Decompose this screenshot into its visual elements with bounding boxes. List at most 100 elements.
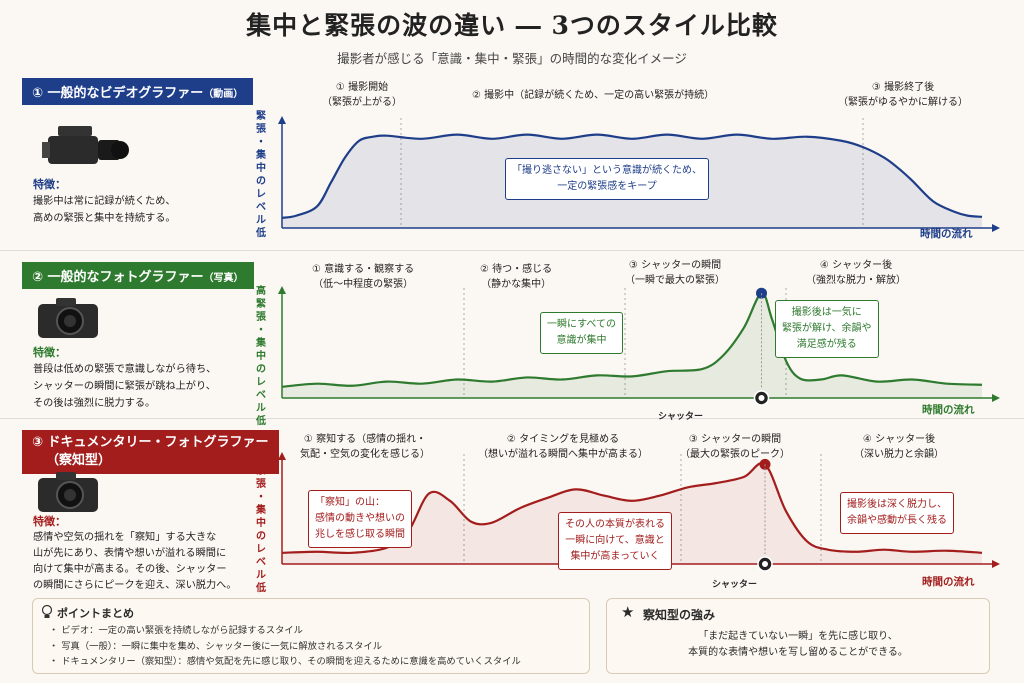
row-label-small: （察知型） — [46, 453, 112, 468]
summary-box: ポイントまとめ ・ ビデオ：一定の高い緊張を持続しながら記録するスタイル ・ 写… — [32, 598, 590, 674]
y-axis-char: レ — [256, 189, 266, 200]
shutter-icon-center — [762, 561, 768, 567]
feature-line: その後は強烈に脱力する。 — [33, 398, 156, 409]
feature-title: 特徴： — [33, 178, 66, 191]
y-axis-char: 高 — [256, 286, 266, 297]
y-axis-char: ・ — [256, 325, 266, 336]
video-camera-icon — [42, 126, 129, 164]
y-axis-char: ル — [256, 570, 266, 581]
y-axis-char: 低 — [256, 583, 266, 594]
row-label-text: ① 一般的なビデオグラファー — [32, 86, 204, 101]
phase-annotation: ② 待つ・感じる（静かな集中） — [480, 264, 553, 290]
x-axis-label: 時間の流れ — [922, 404, 975, 416]
row-separator — [0, 250, 1024, 251]
phase-annotation: ① 察知する（感情の揺れ・気配・空気の変化を感じる） — [300, 434, 430, 460]
page-subtitle: 撮影者が感じる「意識・集中・緊張」の時間的な変化イメージ — [337, 51, 687, 66]
documentary-camera-icon — [38, 472, 98, 512]
y-axis-char: 緊 — [256, 111, 266, 122]
y-axis-char: 緊 — [256, 299, 266, 310]
row-label-video: ① 一般的なビデオグラファー（動画） — [22, 78, 254, 105]
photo-camera-icon — [38, 298, 98, 338]
feature-line: の瞬間にさらにピークを迎え、深い脱力へ。 — [33, 580, 237, 591]
y-axis-char: ベ — [256, 390, 266, 401]
phase-annotation: ② タイミングを見極める（想いが溢れる瞬間へ集中が高まる） — [478, 434, 648, 460]
y-axis-char: 張 — [256, 479, 266, 490]
feature-line: 普段は低めの緊張で意識しながら待ち、 — [33, 364, 217, 375]
feature-line: シャッターの瞬間に緊張が跳ね上がり、 — [33, 381, 216, 392]
y-axis-char: 集 — [256, 505, 266, 516]
summary-item: ・ ビデオ：一定の高い緊張を持続しながら記録するスタイル — [49, 625, 303, 636]
phase-annotation: ④ シャッター後（強烈な脱力・解放） — [806, 260, 906, 286]
page-title: 集中と緊張の波の違い ― 3つのスタイル比較 — [246, 11, 778, 40]
feature-line: 向けて集中が高まる。その後、シャッター — [33, 564, 227, 575]
series-line — [281, 292, 983, 388]
y-axis-char: 集 — [256, 338, 266, 349]
summary-item: ・ ドキュメンタリー（察知型）：感情や気配を先に感じ取り、その瞬間を迎えるために… — [49, 656, 521, 667]
feature-video: 特徴： 撮影中は常に記録が続くため、 高めの緊張と集中を持続する。 — [33, 176, 243, 227]
feature-line: 山が先にあり、表情や想いが溢れる瞬間に — [33, 548, 227, 559]
phase-annotation: ④ シャッター後（深い脱力と余韻） — [854, 434, 944, 460]
callout-box: 撮影後は深く脱力し、余韻や感動が長く残る — [840, 492, 954, 534]
row-label-text: ② 一般的なフォトグラファー — [32, 270, 204, 285]
y-axis-char: 中 — [256, 518, 266, 529]
summary-list: ・ ビデオ：一定の高い緊張を持続しながら記録するスタイル ・ 写真（一般）：一瞬… — [49, 623, 521, 670]
y-axis-char: 張 — [256, 312, 266, 323]
peak-marker — [759, 458, 771, 470]
series-line — [281, 133, 983, 219]
y-axis-label: 高 緊張・集中のレベル低 — [255, 452, 267, 595]
phase-annotation: ① 意識する・観察する（低〜中程度の緊張） — [312, 264, 415, 290]
y-axis-char: レ — [256, 377, 266, 388]
row-label-text: ③ ドキュメンタリー・フォトグラファー — [32, 435, 269, 450]
phase-annotation: ③ 撮影終了後（緊張がゆるやかに解ける） — [838, 82, 968, 108]
row-label-photo: ② 一般的なフォトグラファー（写真） — [22, 262, 254, 289]
feature-title: 特徴： — [33, 346, 66, 359]
feature-line: 高めの緊張と集中を持続する。 — [33, 213, 176, 224]
y-axis-char: ル — [256, 215, 266, 226]
y-axis-label: 高 緊張・集中のレベル低 — [255, 285, 267, 428]
y-axis-char: ル — [256, 403, 266, 414]
y-axis-char: ・ — [256, 492, 266, 503]
y-axis-label: 緊張・集中のレベル低 — [255, 110, 267, 240]
callout-box: 「察知」の山：感情の動きや想いの兆しを感じ取る瞬間 — [308, 490, 412, 548]
lightbulb-icon — [41, 605, 53, 618]
strength-text: 「まだ起きていない一瞬」を先に感じ取り、 本質的な表情や想いを写し留めることがで… — [688, 631, 908, 658]
chart-photo — [278, 286, 1000, 406]
axis-line — [281, 118, 992, 229]
y-axis-char: 中 — [256, 351, 266, 362]
y-axis-char: ベ — [256, 557, 266, 568]
phase-annotation: ② 撮影中（記録が続くため、一定の高い緊張が持続） — [472, 90, 715, 101]
y-axis-char: 集 — [256, 150, 266, 161]
phase-annotation: ③ シャッターの瞬間（一瞬で最大の緊張） — [625, 260, 725, 286]
y-axis-char: 低 — [256, 416, 266, 427]
y-axis-char: の — [256, 531, 266, 542]
row-label-documentary: ③ ドキュメンタリー・フォトグラファー （察知型） — [22, 430, 279, 474]
star-icon: ★ — [621, 603, 635, 621]
phase-annotation: ① 撮影開始（緊張が上がる） — [322, 82, 402, 108]
feature-line: 感情や空気の揺れを「察知」する大きな — [33, 532, 217, 543]
y-axis-char: 緊 — [256, 466, 266, 477]
callout-box: 「撮り逃さない」という意識が続くため、一定の緊張感をキープ — [505, 158, 709, 200]
y-axis-char: ベ — [256, 202, 266, 213]
feature-photo: 特徴： 普段は低めの緊張で意識しながら待ち、 シャッターの瞬間に緊張が跳ね上がり… — [33, 344, 243, 412]
phase-annotation: ③ シャッターの瞬間（最大の緊張のピーク） — [680, 434, 790, 460]
y-axis-char: 張 — [256, 124, 266, 135]
row-label-small: （写真） — [203, 273, 244, 284]
y-axis-char: 高 — [256, 453, 266, 464]
callout-box: 一瞬にすべての意識が集中 — [540, 312, 623, 354]
feature-line: 撮影中は常に記録が続くため、 — [33, 196, 176, 207]
row-separator — [0, 418, 1024, 419]
y-axis-char: 中 — [256, 163, 266, 174]
y-axis-char: レ — [256, 544, 266, 555]
axis-line — [281, 288, 992, 399]
shutter-label: シャッター — [712, 580, 758, 590]
x-axis-label: 時間の流れ — [920, 228, 973, 240]
shutter-icon-center — [758, 395, 765, 401]
feature-documentary: 特徴： 感情や空気の揺れを「察知」する大きな 山が先にあり、表情や想いが溢れる瞬… — [33, 514, 243, 594]
strength-title: 察知型の強み — [643, 608, 716, 622]
y-axis-char: の — [256, 364, 266, 375]
feature-title: 特徴： — [33, 515, 66, 528]
shutter-label: シャッター — [658, 412, 704, 422]
callout-box: 撮影後は一気に緊張が解け、余韻や満足感が残る — [775, 300, 879, 358]
summary-item: ・ 写真（一般）：一瞬に集中を集め、シャッター後に一気に解放されるスタイル — [49, 640, 382, 652]
y-axis-char: の — [256, 176, 266, 187]
